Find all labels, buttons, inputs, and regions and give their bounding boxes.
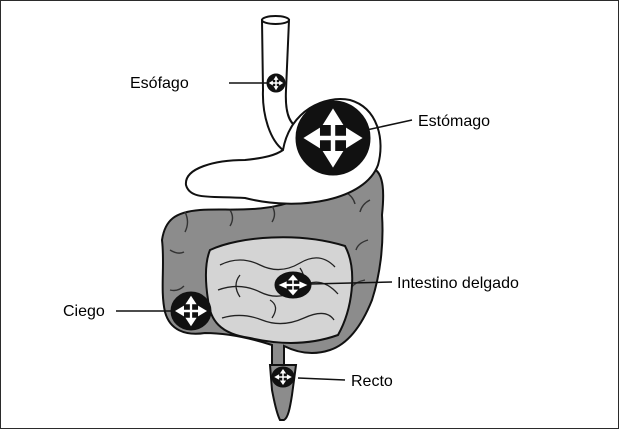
label-esophagus: Esófago — [130, 75, 189, 92]
label-stomach: Estómago — [418, 113, 490, 130]
small-intestine-marker — [275, 272, 311, 298]
esophagus-marker — [267, 74, 285, 92]
rectum-marker — [272, 367, 294, 387]
label-small-intestine: Intestino delgado — [397, 275, 519, 292]
esophagus-opening — [262, 16, 289, 24]
cecum-marker — [171, 292, 211, 330]
label-cecum: Ciego — [63, 303, 105, 320]
stomach-marker — [296, 101, 370, 175]
label-rectum: Recto — [351, 373, 393, 390]
